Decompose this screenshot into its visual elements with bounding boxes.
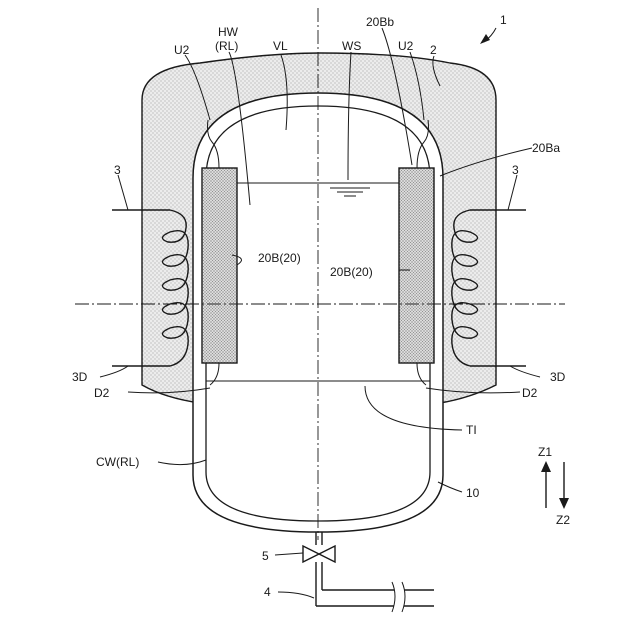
heater-left — [202, 168, 237, 363]
pipe-break — [392, 582, 405, 612]
label-u2-left: U2 — [174, 43, 190, 57]
label-insulation: 2 — [430, 43, 437, 57]
label-hw: HW — [218, 25, 239, 39]
label-20bb: 20Bb — [366, 15, 394, 29]
heater-right — [399, 168, 434, 363]
pipe-lower — [316, 590, 434, 606]
label-vl: VL — [273, 39, 288, 53]
label-hw-rl: (RL) — [215, 39, 238, 53]
label-ws: WS — [342, 39, 361, 53]
label-d2-left: D2 — [94, 386, 110, 400]
label-cw: CW(RL) — [96, 455, 139, 469]
label-u2-right: U2 — [398, 39, 414, 53]
label-z1: Z1 — [538, 445, 552, 459]
label-valve: 5 — [262, 549, 269, 563]
z-axis-arrows — [541, 461, 569, 509]
figure-arrow-icon — [480, 34, 490, 44]
label-coil-right: 3 — [512, 163, 519, 177]
label-coil-left: 3 — [114, 163, 121, 177]
label-3d-left: 3D — [72, 370, 88, 384]
valve-icon — [303, 546, 335, 562]
label-vessel: 10 — [466, 486, 480, 500]
label-pipe: 4 — [264, 585, 271, 599]
label-heater-left: 20B(20) — [258, 251, 301, 265]
label-20ba: 20Ba — [532, 141, 560, 155]
label-figure-number: 1 — [500, 13, 507, 27]
label-z2: Z2 — [556, 513, 570, 527]
label-ti: TI — [466, 423, 477, 437]
label-heater-right: 20B(20) — [330, 265, 373, 279]
label-d2-right: D2 — [522, 386, 538, 400]
label-3d-right: 3D — [550, 370, 566, 384]
